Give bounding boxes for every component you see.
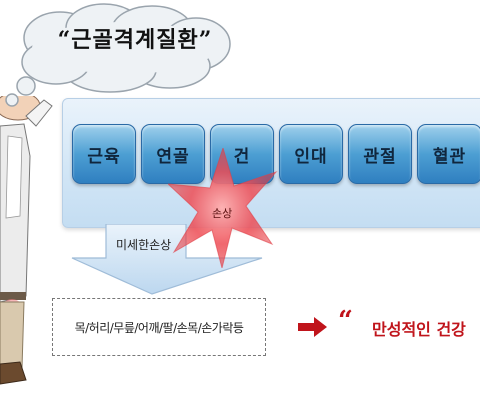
red-arrow-icon — [298, 317, 327, 337]
tissue-joint: 관절 — [348, 124, 412, 184]
cloud-title: “근골격계질환” — [57, 27, 213, 53]
damage-label: 손상 — [212, 207, 233, 220]
tissue-muscle: 근육 — [72, 124, 136, 184]
down-arrow — [71, 224, 263, 295]
body-parts-box: 목/허리/무릎/어깨/팔/손목/손가락등 — [52, 298, 266, 356]
body-parts-text: 목/허리/무릎/어깨/팔/손목/손가락등 — [74, 320, 244, 335]
damage-burst — [168, 148, 278, 268]
person-figure — [0, 96, 53, 385]
tissue-blood-vessel: 혈관 — [417, 124, 480, 184]
tissue-cartilage: 연골 — [141, 124, 205, 184]
quote-mark: “ — [338, 306, 353, 336]
micro-damage-label: 미세한손상 — [116, 238, 172, 252]
chronic-health-text: 만성적인 건강 — [372, 320, 466, 339]
tissue-ligament: 인대 — [279, 124, 343, 184]
thought-cloud — [5, 3, 231, 107]
